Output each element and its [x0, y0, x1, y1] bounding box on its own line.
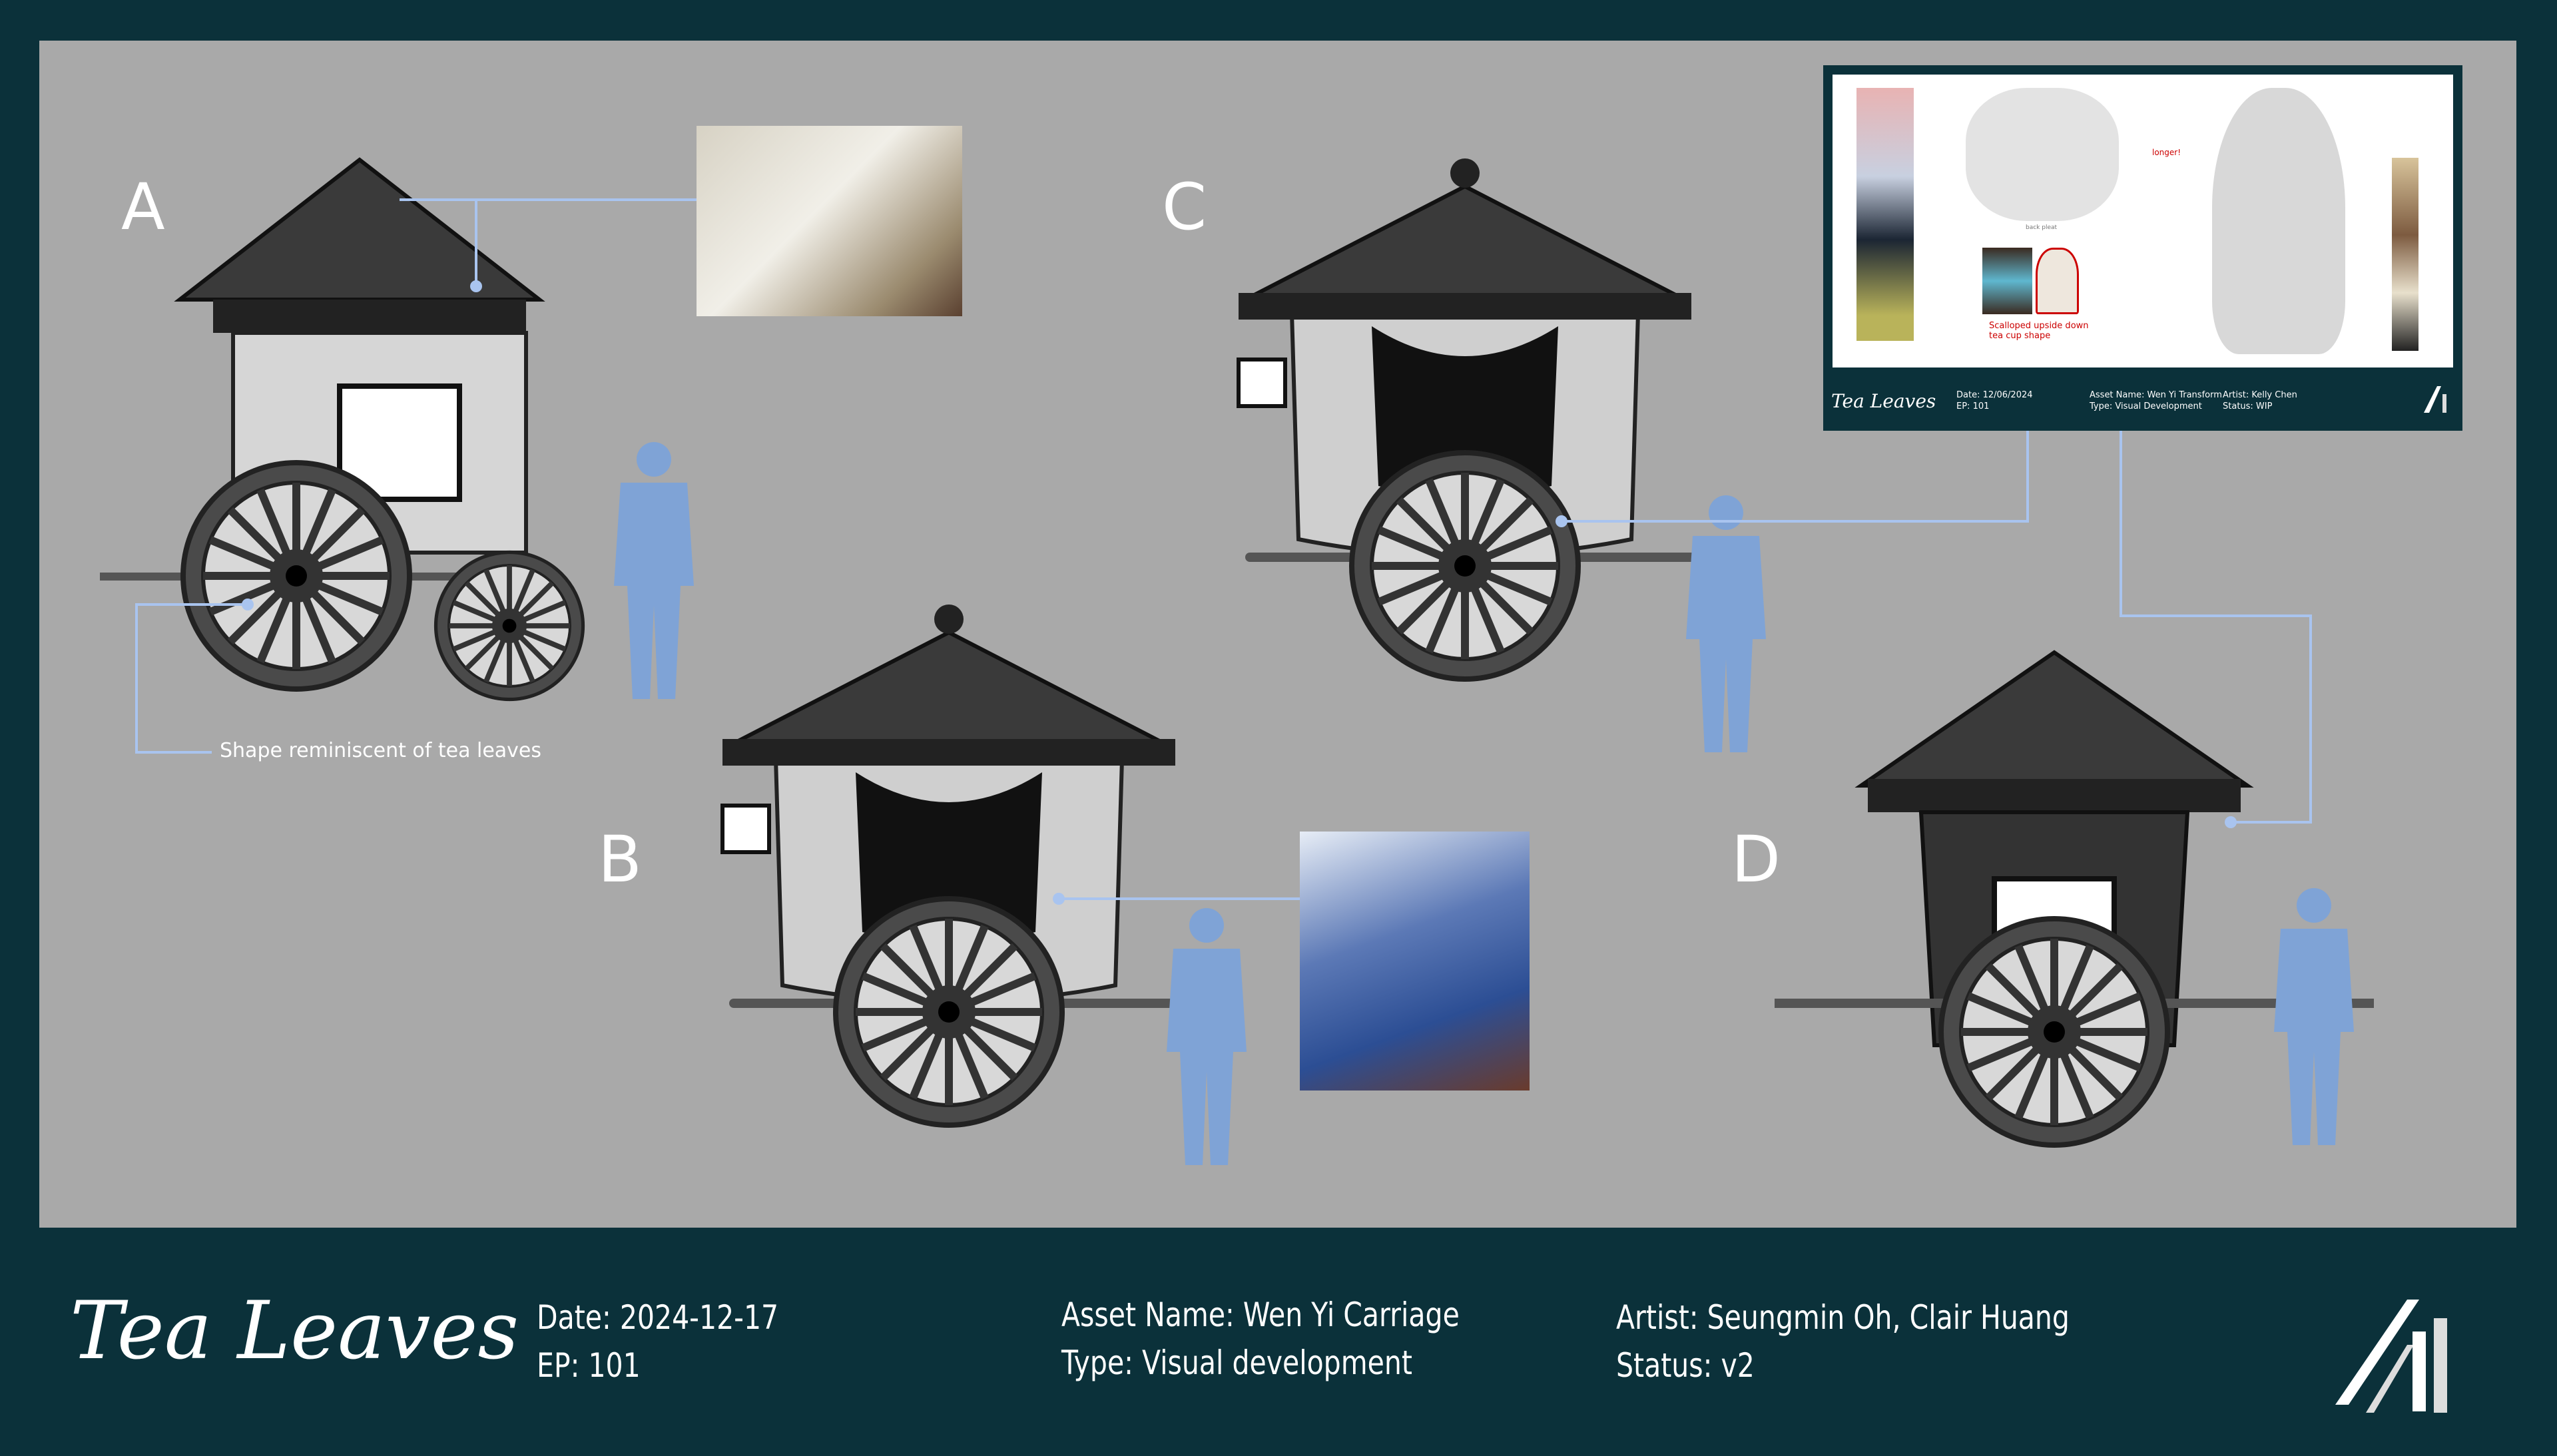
reference-inset-board: Scalloped upside down tea cup shape long…: [1823, 65, 2462, 431]
label-b: B: [598, 822, 642, 897]
footer-asset-name: Asset Name: Wen Yi Carriage: [1061, 1296, 1460, 1334]
scale-figure-d: [2274, 888, 2354, 1145]
carriage-a: [100, 157, 583, 700]
show-title-logo: Tea Leaves: [70, 1285, 519, 1377]
inset-artist: Artist: Kelly Chen: [2223, 390, 2297, 400]
inset-title: Tea Leaves: [1831, 390, 1936, 412]
inset-asset: Asset Name: Wen Yi Transform: [2090, 390, 2222, 400]
carriage-c: [1239, 158, 1751, 679]
back-pleat-note: back pleat: [2026, 224, 2058, 231]
studio-logo-icon: [2335, 1300, 2447, 1413]
scale-figure-a: [614, 442, 694, 699]
inset-status: Status: WIP: [2223, 401, 2273, 411]
character-sketch: [2212, 88, 2345, 354]
teacup-note: Scalloped upside down tea cup shape: [1989, 321, 2089, 341]
footer-status: Status: v2: [1616, 1346, 1755, 1385]
inset-logo-icon: [2424, 386, 2446, 413]
porcelain-reference-photo: [1300, 832, 1530, 1091]
footer-date: Date: 2024-12-17: [537, 1298, 779, 1337]
label-a: A: [121, 170, 165, 244]
longer-note: longer!: [2152, 148, 2181, 157]
upside-down-teacup-photo: [2036, 248, 2079, 314]
tea-leaf-annotation: Shape reminiscent of tea leaves: [220, 739, 542, 762]
inset-date: Date: 12/06/2024: [1956, 390, 2033, 400]
inset-ep: EP: 101: [1956, 401, 1990, 411]
inset-artboard: Scalloped upside down tea cup shape long…: [1833, 75, 2453, 367]
label-d: D: [1731, 822, 1781, 897]
carriage-b: [722, 605, 1235, 1125]
inset-type: Type: Visual Development: [2090, 401, 2202, 411]
dress-reference-photos: [2392, 158, 2418, 351]
scale-figure-c: [1686, 495, 1766, 752]
scale-figure-b: [1167, 908, 1247, 1165]
label-c: C: [1162, 170, 1207, 244]
footer-artist: Artist: Seungmin Oh, Clair Huang: [1616, 1298, 2070, 1337]
carriage-d: [1775, 650, 2374, 1145]
footer-episode: EP: 101: [537, 1346, 641, 1385]
footer-type: Type: Visual development: [1061, 1343, 1412, 1382]
costume-reference-photos: [1856, 88, 1914, 341]
teacup-photo: [1982, 248, 2032, 314]
costume-sketches: [1966, 88, 2119, 221]
orchid-reference-photo: [697, 126, 962, 316]
